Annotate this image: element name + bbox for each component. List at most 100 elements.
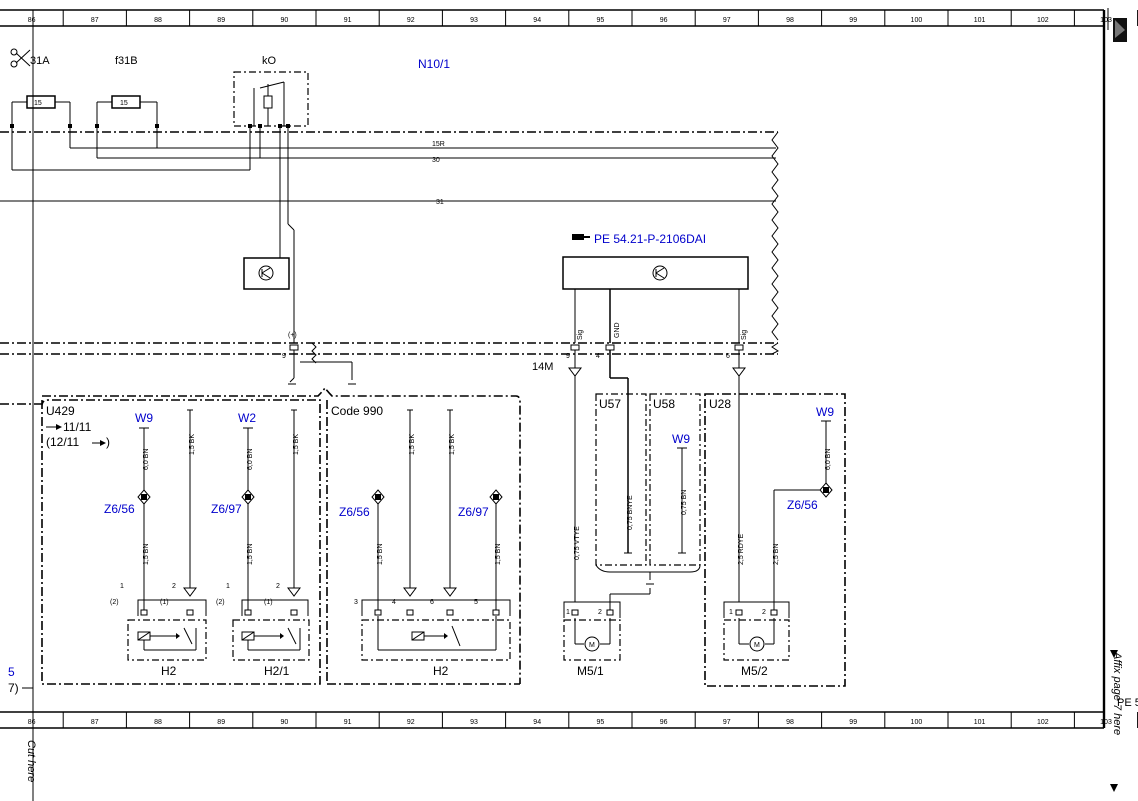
fuse-f31b: 15 <box>96 95 158 126</box>
pin-gnd-label: GND <box>614 322 621 338</box>
bus-31-label: 31 <box>436 199 444 206</box>
m51-motor-symbol: M <box>589 642 595 649</box>
m52-pin-1: 1 <box>729 609 733 616</box>
wire-1-5-bn-4: 1,5 BN <box>495 544 502 565</box>
h2-code990-wiring: Z6/56 1,5 BN 1,5 BK 1,5 BK Z6/97 1,5 BN <box>339 409 503 610</box>
h21-pin-2b: (2) <box>216 599 225 606</box>
fuse-f31a: 15 <box>11 95 71 126</box>
lamp-h2-1: 1 (2) 2 (1) H2/1 <box>216 583 310 678</box>
lamp-h2-code990: 3 4 6 5 H2 <box>354 599 511 678</box>
top-grid-column-label: 94 <box>533 17 541 24</box>
ground-w2-label: W2 <box>238 411 256 425</box>
reference-link[interactable]: PE 54.21-P-2106DAI <box>572 232 706 246</box>
top-grid-column-label: 86 <box>28 17 36 24</box>
h2-left-wiring: W9 6,0 BN Z6/56 1,5 BN 1,5 BK <box>104 409 197 610</box>
bottom-grid-column-label: 95 <box>597 719 605 726</box>
group-u28: U28 W9 6,0 BN Z6/56 2,5 RDYE 2,5 BN <box>704 393 846 687</box>
fuse-31b-label: f31B <box>115 55 138 67</box>
top-grid-column-label: 93 <box>470 17 478 24</box>
top-grid-column-label: 103 <box>1100 17 1112 24</box>
module-output-wires <box>288 350 746 602</box>
point-z6-56-label-1: Z6/56 <box>104 502 135 516</box>
pin-9-label-left: 9 <box>282 353 286 360</box>
wire-6-0-bn-2: 6,0 BN <box>247 449 254 470</box>
reference-text[interactable]: PE 54.21-P-2106DAI <box>594 232 706 246</box>
pin-9-label: 9 <box>566 353 570 360</box>
relay-k0-label: kO <box>262 55 277 67</box>
pin-4-label: 4 <box>596 353 600 360</box>
bottom-grid-column-label: 86 <box>28 719 36 726</box>
u429-from-date: 11/11 <box>63 420 92 434</box>
scissors-icon <box>10 48 31 68</box>
module-n10-1-border <box>0 131 779 355</box>
group-u429-border <box>0 386 521 685</box>
cut-here-note: Cut here <box>25 740 37 782</box>
wire-1-5-bk-1: 1,5 BK <box>189 434 196 455</box>
group-u57-u58: U57 U58 0,75 BNYE W9 0,75 BN <box>595 393 701 585</box>
h2-pin-2: 2 <box>172 583 176 590</box>
component-h2-label-2: H2 <box>433 664 449 678</box>
motor-m5-2: 1 2 M M5/2 <box>723 601 790 678</box>
wire-1-5-bn-3: 1,5 BN <box>377 544 384 565</box>
component-h2-1-label: H2/1 <box>264 664 290 678</box>
wire-0-75-bnye: 0,75 BNYE <box>627 495 634 530</box>
bottom-grid-column-label: 101 <box>974 719 986 726</box>
wire-0-75-vtye: 0,75 VTYE <box>574 526 581 560</box>
pin-6-label: 6 <box>726 353 730 360</box>
top-grid-column-label: 90 <box>281 17 289 24</box>
bottom-grid-column-label: 97 <box>723 719 731 726</box>
module-connector: (+) Sig GND Sig 9 9 4 6 14M <box>282 322 748 373</box>
m51-pin-1: 1 <box>566 609 570 616</box>
ground-w9-label-1: W9 <box>135 411 153 425</box>
bottom-grid-column-label: 89 <box>217 719 225 726</box>
bottom-grid-column-label: 102 <box>1037 719 1049 726</box>
ground-w9-label-2: W9 <box>672 432 690 446</box>
point-z6-97-label-2: Z6/97 <box>458 505 489 519</box>
bottom-grid-column-label: 96 <box>660 719 668 726</box>
affix-arrow-top-icon <box>1110 650 1118 658</box>
fuse-f31b-rating: 15 <box>120 100 128 107</box>
internal-bus-15r: 15R <box>69 126 776 149</box>
point-z6-56-label-2: Z6/56 <box>339 505 370 519</box>
internal-bus-12v <box>11 126 261 171</box>
top-grid-column-label: 95 <box>597 17 605 24</box>
module-name: N10/1 <box>418 57 450 71</box>
margin-pe-label: PE 5 <box>1117 697 1138 709</box>
svg-text:): ) <box>106 435 110 449</box>
lamp-h2-left: 1 (2) 2 (1) H2 <box>110 583 207 678</box>
h2c-pin-6: 6 <box>430 599 434 606</box>
bottom-grid-column-label: 90 <box>281 719 289 726</box>
margin-ref-number: 5 <box>8 665 15 679</box>
wire-2-5-rdye: 2,5 RDYE <box>738 534 745 565</box>
h2c-pin-4: 4 <box>392 599 396 606</box>
bottom-grid-column-label: 103 <box>1100 719 1112 726</box>
fuse-31a-label: 31A <box>30 55 50 67</box>
bottom-grid-column-label: 98 <box>786 719 794 726</box>
component-h2-label-1: H2 <box>161 664 177 678</box>
top-grid-column-label: 88 <box>154 17 162 24</box>
bottom-grid-column-label: 93 <box>470 719 478 726</box>
h2c-pin-5: 5 <box>474 599 478 606</box>
pin-sig-label-2: Sig <box>741 330 748 340</box>
affix-arrow-bottom-icon <box>1110 784 1118 792</box>
relay-k0 <box>233 71 309 127</box>
bottom-grid-column-label: 91 <box>344 719 352 726</box>
h2-pin-1: 1 <box>120 583 124 590</box>
top-grid-column-label: 97 <box>723 17 731 24</box>
wire-1-5-bn-1: 1,5 BN <box>143 544 150 565</box>
wire-1-5-bk-3: 1,5 BK <box>409 434 416 455</box>
h2c-pin-3: 3 <box>354 599 358 606</box>
group-u57-label: U57 <box>599 397 621 411</box>
h2-1-wiring: W2 6,0 BN Z6/97 1,5 BN 1,5 BK <box>211 409 301 610</box>
top-grid-column-label: 91 <box>344 17 352 24</box>
wire-6-0-bn-1: 6,0 BN <box>143 449 150 470</box>
top-grid-column-label: 100 <box>911 17 923 24</box>
group-code990-label: Code 990 <box>331 404 383 418</box>
m52-motor-symbol: M <box>754 642 760 649</box>
wire-0-75-bn: 0,75 BN <box>681 490 688 515</box>
top-grid-column-label: 87 <box>91 17 99 24</box>
output-stage-left <box>243 126 295 343</box>
